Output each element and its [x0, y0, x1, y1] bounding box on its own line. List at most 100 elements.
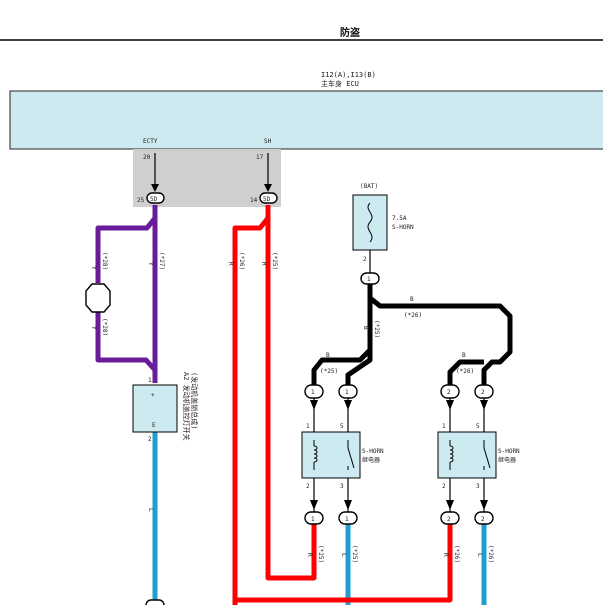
hood-switch-name: A2 发动机盖控灯开关 [182, 372, 191, 441]
relay-right-arrow-3-icon [480, 500, 488, 510]
relay-left-out-1-number: 1 [311, 516, 315, 523]
fuse-rating: 7.5A [392, 215, 407, 222]
page-title: 防盗 [340, 26, 360, 39]
wire-label-n25-5: (*25) [351, 545, 358, 563]
relay-left-pin1: 1 [306, 423, 310, 430]
wire-red-bottom [235, 524, 453, 603]
wire-black-right-relay [447, 359, 484, 385]
wire-black-left [311, 298, 373, 385]
fuse-icon [367, 202, 373, 243]
wire-label-l-1: L [147, 508, 154, 512]
relay-right-pin5: 5 [476, 423, 480, 430]
wire-label-b-4: B [462, 352, 466, 359]
relay-right-pin3: 3 [476, 483, 480, 490]
ecu-name: 主车身 ECU [321, 79, 359, 88]
relay-left-arrow-2-icon [310, 500, 318, 510]
wire-label-r-1: R [227, 262, 234, 266]
relay-right-switch-icon [483, 440, 491, 470]
relay-left-switch-icon [347, 440, 355, 470]
ecu-body [9, 90, 603, 150]
hood-switch-body [132, 384, 178, 433]
ecty-pin-number: 20 [143, 154, 151, 161]
relay-left-pin5: 5 [340, 423, 344, 430]
sh-connector-code: 5D [263, 196, 271, 203]
fuse-junction-number: 1 [367, 276, 371, 283]
ecty-label: ECTY [143, 138, 158, 145]
splice-point [85, 283, 111, 313]
wire-label-l-2: L [340, 553, 347, 557]
relay-left-name-cn: 继电器 [362, 456, 380, 464]
relay-left-out-connector-1 [304, 511, 324, 525]
ecty-connector-code: 5D [150, 196, 158, 203]
relay-right-pin2: 2 [442, 483, 446, 490]
wire-label-r-4: R [442, 553, 449, 557]
wire-label-b-1: B [410, 296, 414, 303]
relay-right-name: S-HORN [498, 448, 520, 455]
relay-left-arrow-3-icon [344, 500, 352, 510]
relay-right-in-1-number: 2 [447, 389, 451, 396]
relay-left-arrow-5-icon [344, 400, 352, 410]
wire-label-n26-2: (*26) [404, 312, 422, 319]
relay-left-out-connector-2 [338, 511, 358, 525]
wire-red-outer [232, 205, 271, 605]
relay-right-name-cn: 继电器 [498, 456, 516, 464]
wire-label-n28-1: (*28) [101, 252, 108, 270]
wire-label-n25-1: (*25) [271, 252, 278, 270]
wire-label-n27: (*27) [158, 252, 165, 270]
wire-black-right [367, 284, 513, 385]
hood-switch-subname: (发动机盖锁总成) [190, 372, 199, 429]
wire-label-n25-2: (*25) [373, 320, 380, 338]
relay-right-in-2-number: 2 [481, 389, 485, 396]
wire-label-r-2: R [260, 262, 267, 266]
relay-right-arrow-5-icon [480, 400, 488, 410]
wire-label-n25-4: (*25) [317, 545, 324, 563]
wire-purple-loop [95, 205, 158, 283]
relay-left-name: S-HORN [362, 448, 384, 455]
wire-label-y-1: Y [90, 266, 97, 270]
fuse-junction-connector [360, 272, 380, 285]
sh-arrow-icon [264, 184, 272, 192]
wire-label-r-3: R [306, 553, 313, 557]
relay-right-pin1: 1 [442, 423, 446, 430]
relay-right-arrow-1-icon [446, 400, 454, 410]
hood-switch-letter: E [152, 422, 156, 429]
relay-left-pin3: 3 [340, 483, 344, 490]
fuse-pin: 2 [363, 256, 367, 263]
wire-label-n26-3: (*26) [456, 368, 474, 375]
wire-label-b-2: B [362, 326, 369, 330]
relay-right-body [437, 431, 497, 479]
relay-right-out-2-number: 2 [481, 516, 485, 523]
wire-label-n25-3: (*25) [320, 368, 338, 375]
wire-red-inner [265, 218, 317, 581]
fuse-source: (BAT) [360, 183, 378, 190]
relay-left-coil-icon [313, 440, 318, 470]
ecu-code: I12(A),I13(B) [321, 71, 376, 79]
relay-right-out-connector-2 [474, 511, 494, 525]
wire-label-y-2: Y [147, 262, 154, 266]
relay-right-coil-icon [449, 440, 454, 470]
sh-label: SH [264, 138, 272, 145]
wire-black-left-relay [345, 350, 373, 385]
sh-conn-pin: 14 [250, 197, 258, 204]
relay-right-arrow-2-icon [446, 500, 454, 510]
ecty-conn-pin: 25 [137, 197, 145, 204]
relay-left-out-2-number: 1 [345, 516, 349, 523]
relay-left-in-1-number: 1 [311, 389, 315, 396]
ecty-arrow-icon [151, 184, 159, 192]
relay-left-arrow-1-icon [310, 400, 318, 410]
wire-label-y-3: Y [90, 326, 97, 330]
relay-left-in-2-number: 1 [345, 389, 349, 396]
wire-label-b-3: B [326, 352, 330, 359]
relay-left-pin2: 2 [306, 483, 310, 490]
wire-label-n28-2: (*28) [101, 318, 108, 336]
hood-switch-plus: + [151, 392, 155, 399]
relay-right-out-connector-1 [440, 511, 460, 525]
hood-switch-pin-bottom: 2 [148, 436, 152, 443]
switch-bottom-connector [145, 599, 165, 605]
wire-label-n26-4: (*26) [453, 545, 460, 563]
hood-switch-pin-top: 1 [148, 377, 152, 384]
fuse-name: S-HORN [392, 224, 414, 231]
relay-left-body [301, 431, 361, 479]
relay-right-out-1-number: 2 [447, 516, 451, 523]
